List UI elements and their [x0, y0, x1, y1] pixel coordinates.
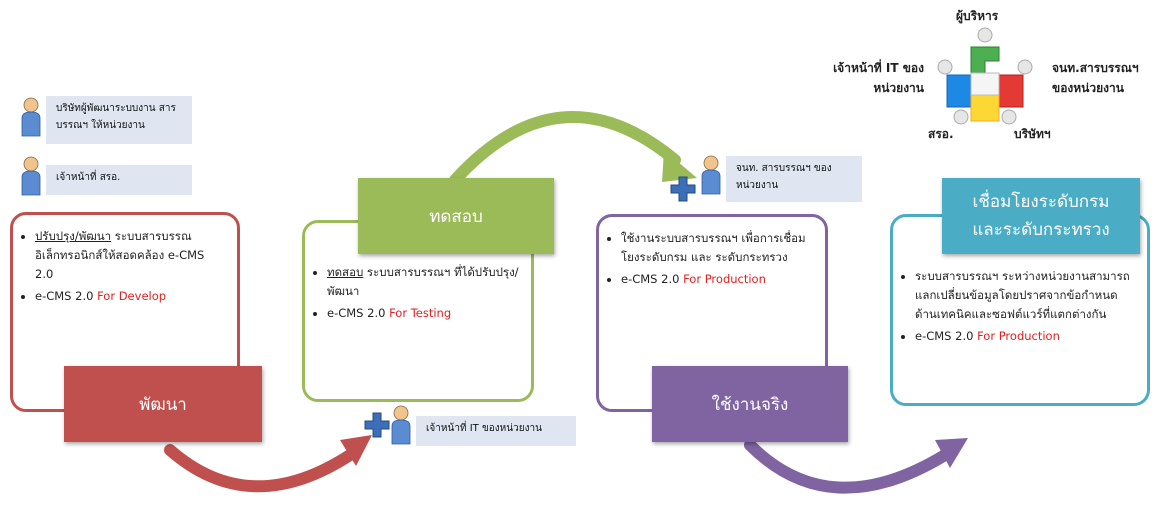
plus-icon [364, 412, 390, 438]
stage-linking-heading: เชื่อมโยงระดับกรมและระดับกระทรวง [942, 178, 1140, 254]
linking-version: e-CMS 2.0 [915, 329, 978, 343]
develop-underlined: ปรับปรุง/พัฒนา [35, 229, 112, 243]
arrowhead-test-to-production [662, 150, 697, 182]
production-env: For Production [683, 272, 766, 286]
person-icon [700, 154, 722, 200]
role-it-staff: เจ้าหน้าที่ IT ของหน่วยงาน [833, 61, 924, 95]
staff-tag: เจ้าหน้าที่ สรอ. [46, 165, 192, 195]
linking-env: For Production [977, 329, 1060, 343]
person-icon [20, 155, 42, 201]
person-icon [390, 404, 412, 450]
stage-test-heading: ทดสอบ [358, 178, 554, 254]
develop-bullet-1: ปรับปรุง/พัฒนา ระบบสารบรรณอิเล็กทรอนิกส์… [35, 227, 225, 284]
puzzle-teamwork-icon [937, 27, 1033, 125]
records-staff-tag: จนท. สารบรรณฯ ของหน่วยงาน [726, 156, 862, 202]
test-version: e-CMS 2.0 [327, 306, 390, 320]
arrowhead-production-to-linking [935, 438, 968, 468]
develop-env: For Develop [97, 289, 167, 303]
test-bullet-1: ทดสอบ ระบบสารบรรณฯ ที่ได้ปรับปรุง/พัฒนา [327, 263, 519, 301]
arrow-test-to-production [449, 111, 681, 186]
person-icon [20, 96, 42, 142]
develop-text: ระบบสารบรรณอิเล็กทรอนิกส์ให้สอดคล้อง e-C… [35, 229, 205, 281]
test-text: ระบบสารบรรณฯ ที่ได้ปรับปรุง/พัฒนา [327, 265, 519, 298]
test-underlined: ทดสอบ [327, 265, 364, 279]
stage-develop-heading: พัฒนา [64, 366, 262, 442]
linking-bullet-2: e-CMS 2.0 For Production [915, 327, 1135, 346]
stage-production-heading: ใช้งานจริง [652, 366, 848, 442]
role-company: บริษัทฯ [1014, 127, 1051, 141]
linking-bullet-1: ระบบสารบรรณฯ ระหว่างหน่วยงานสามารถแลกเปล… [915, 267, 1135, 324]
test-env: For Testing [389, 306, 452, 320]
production-bullet-1: ใช้งานระบบสารบรรณฯ เพื่อการเชื่อมโยงระดั… [621, 229, 813, 267]
develop-version: e-CMS 2.0 [35, 289, 98, 303]
test-bullet-2: e-CMS 2.0 For Testing [327, 304, 519, 323]
production-version: e-CMS 2.0 [621, 272, 684, 286]
arrowhead-develop-to-test [340, 435, 372, 466]
arrow-develop-to-test [164, 444, 356, 493]
develop-bullet-2: e-CMS 2.0 For Develop [35, 287, 225, 306]
role-records-staff: จนท.สารบรรณฯ ของหน่วยงาน [1052, 61, 1139, 95]
role-ega: สรอ. [928, 127, 954, 141]
role-executive: ผู้บริหาร [956, 9, 999, 23]
vendor-tag: บริษัทผู้พัฒนาระบบงาน สารบรรณฯ ให้หน่วยง… [46, 96, 192, 144]
it-staff-tag: เจ้าหน้าที่ IT ของหน่วยงาน [416, 416, 576, 446]
production-bullet-2: e-CMS 2.0 For Production [621, 270, 813, 289]
arrow-production-to-linking [744, 439, 951, 494]
plus-icon [670, 176, 696, 202]
